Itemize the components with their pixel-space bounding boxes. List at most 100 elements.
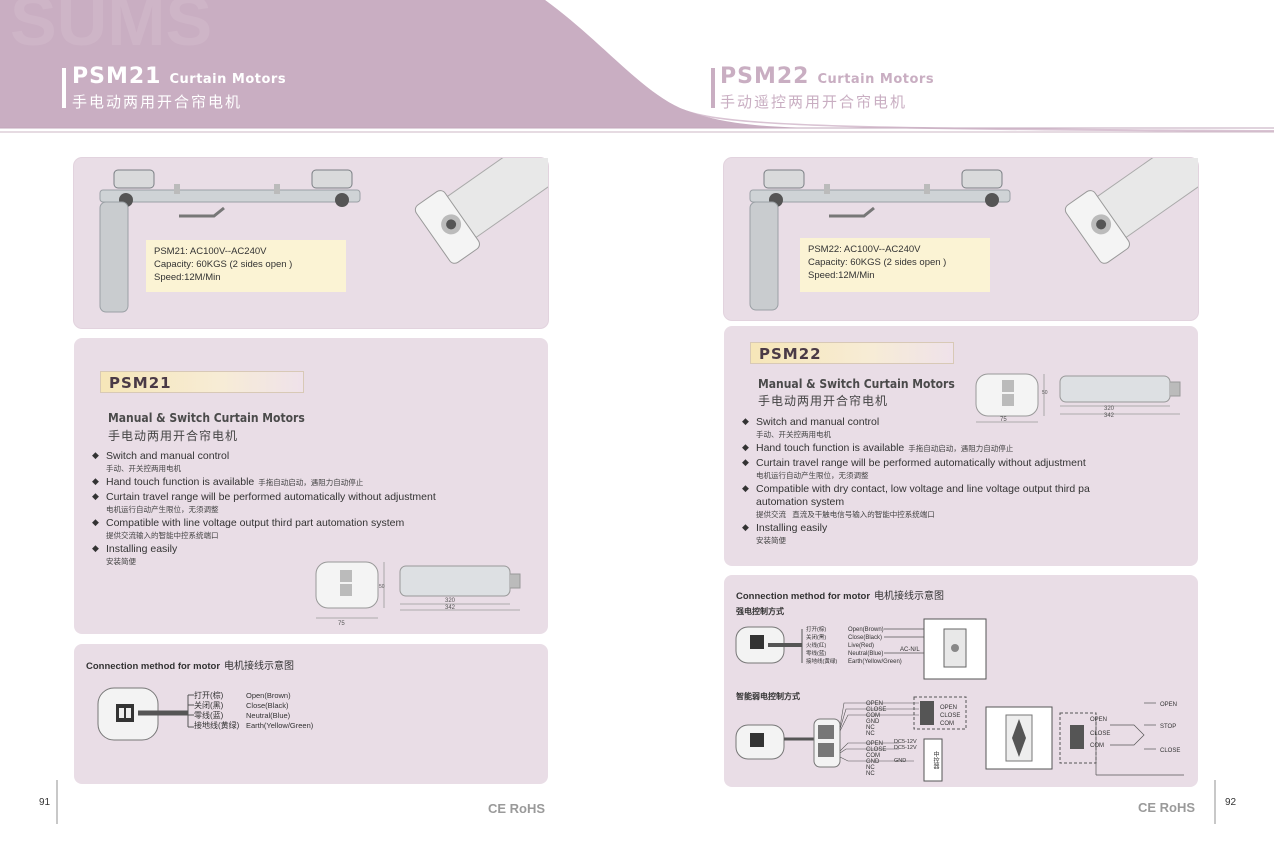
right-feature-en: Compatible with dry contact, low voltage… [756,483,1090,508]
right-gnd-label: GND [894,758,906,764]
left-wire-cn: 接地线(黄绿) [194,720,240,730]
left-feature-item: Switch and manual control 手动、开关控两用电机 [92,450,512,475]
right-spec-line1: PSM22: AC100V--AC240V [808,244,921,255]
left-header-subtitle: Curtain Motors [169,72,287,87]
right-header-cn: 手动遥控两用开合帘电机 [720,93,908,111]
left-feature-zh: 手动、开关控两用电机 [106,464,181,473]
left-dim-len: 320 [445,598,456,604]
left-spec-line2: Capacity: 60KGS (2 sides open ) [154,259,293,270]
left-wire-cn: 零线(蓝) [194,710,224,720]
right-feature-zh: 手动、开关控两用电机 [756,430,831,439]
right-feature-item: Curtain travel range will be performed a… [742,457,1142,482]
right-weak-bottom: COM [866,753,880,759]
right-strong-en: Neutral(Blue) [848,651,883,657]
right-weak-top: GND [866,719,880,725]
right-page-number: 92 [1225,797,1237,808]
svg-text:SUMS: SUMS [10,0,212,60]
left-feature-en: Installing easily [106,543,178,555]
right-controller-cn: 中控器 [932,750,939,770]
right-strong-cn: 零线(蓝) [806,649,826,657]
left-page-rule [56,780,58,824]
right-header-subtitle: Curtain Motors [817,72,935,87]
right-dim-len: 320 [1104,406,1115,412]
left-dim-w: 75 [338,621,345,627]
right-switch-term: COM [1090,743,1104,749]
right-feature-en: Curtain travel range will be performed a… [756,457,1086,469]
right-feature-item: Installing easily 安装简便 [742,522,1142,547]
left-header-cn: 手电动两用开合帘电机 [72,93,243,111]
right-acnl: AC-N/L [900,647,920,653]
left-feature-zh: 电机运行自动产生限位，无须调整 [106,505,219,514]
right-strong-cn: 火线(红) [806,641,826,649]
right-weak-bottom: NC [866,765,875,771]
right-weak-top: NC [866,725,875,731]
right-dc-label: DC5-12V [894,739,917,745]
right-weak-title: 智能弱电控制方式 [736,692,800,701]
right-weak-bottom: GND [866,759,880,765]
header-accent-bar-right [711,68,715,108]
right-header-model: PSM22 [720,64,810,89]
left-spec-box: PSM21: AC100V--AC240V Capacity: 60KGS (2… [146,240,346,292]
header-accent-bar [62,68,66,108]
right-product-panel: PSM22: AC100V--AC240V Capacity: 60KGS (2… [724,158,1198,320]
right-weak-bottom: NC [866,771,875,777]
right-model-tag: PSM22 [750,342,954,364]
right-feature-title: Manual & Switch Curtain Motors [758,377,955,391]
left-dim-h: 50 [379,584,385,590]
left-feature-item: Curtain travel range will be performed a… [92,491,512,516]
left-feature-list: Switch and manual control 手动、开关控两用电机 Han… [92,450,512,569]
right-connection-title-cn: 电机接线示意图 [874,591,945,602]
right-feature-zh-inline: 手拖自动启动，遇阻力自动停止 [908,444,1014,453]
left-page-number: 91 [39,797,51,808]
left-model-tag: PSM21 [100,371,304,393]
right-weak-bottom: CLOSE [866,747,886,753]
left-dimension-drawing: 75 50 320 342 [315,561,521,627]
header-band: SUMS [0,0,1274,133]
left-product-panel: PSM21: AC100V--AC240V Capacity: 60KGS (2… [74,158,548,328]
right-feature-zh: 提供交流 直流及干触电信号输入的智能中控系统端口 [756,510,935,519]
right-header-title: PSM22 Curtain Motors 手动遥控两用开合帘电机 [720,64,934,112]
right-feature-cn: 手电动两用开合帘电机 [758,394,889,408]
right-strong-en: Open(Brown) [848,627,884,633]
left-spec-line3: Speed:12M/Min [154,272,221,283]
left-feature-title: Manual & Switch Curtain Motors [108,411,305,425]
left-wire-en: Earth(Yellow/Green) [246,721,314,730]
left-feature-en: Hand touch function is available [106,476,255,488]
right-weak-bottom: OPEN [866,741,883,747]
left-track-motor-image [99,158,548,313]
left-feature-zh: 提供交流输入的智能中控系统端口 [106,531,219,540]
right-strong-cn: 关闭(黑) [806,633,826,641]
right-term-label: CLOSE [940,713,960,719]
right-feature-en: Installing easily [756,522,828,534]
right-features-panel: PSM22 Manual & Switch Curtain Motors 手电动… [724,326,1198,566]
right-spec-line2: Capacity: 60KGS (2 sides open ) [808,257,947,268]
right-feature-item: Switch and manual control 手动、开关控两用电机 [742,416,1142,441]
left-feature-en: Curtain travel range will be performed a… [106,491,436,503]
left-feature-item: Hand touch function is available手拖自动启动，遇… [92,476,512,489]
left-feature-item: Compatible with line voltage output thir… [92,517,512,542]
right-feature-zh: 安装简便 [756,536,786,545]
right-feature-item: Hand touch function is available手拖自动启动，遇… [742,442,1142,455]
right-switch-term: OPEN [1090,717,1107,723]
left-wire-en: Neutral(Blue) [246,711,291,720]
left-wire-en: Open(Brown) [246,691,291,700]
right-connection-title-en: Connection method for motor [736,591,871,602]
right-feature-item: Compatible with dry contact, low voltage… [742,483,1142,521]
right-wiring-diagram: 打开(棕) 关闭(黑) 火线(红) 零线(蓝) 接地线(黄绿) Open(Bro… [735,618,1184,782]
left-wiring-diagram: 打开(棕) 关闭(黑) 零线(蓝) 接地线(黄绿) Open(Brown) Cl… [97,687,314,741]
left-feature-zh-inline: 手拖自动启动，遇阻力自动停止 [258,478,364,487]
right-weak-top: NC [866,731,875,737]
right-strong-cn: 打开(棕) [806,625,826,633]
right-strong-en: Earth(Yellow/Green) [848,659,902,665]
right-feature-en: Hand touch function is available [756,442,905,454]
right-term-label: COM [940,721,954,727]
left-features-panel: PSM21 Manual & Switch Curtain Motors 手电动… [74,338,548,634]
left-feature-cn: 手电动两用开合帘电机 [108,429,239,443]
left-feature-en: Compatible with line voltage output thir… [106,517,405,529]
right-spec-box: PSM22: AC100V--AC240V Capacity: 60KGS (2… [800,238,990,292]
right-dim-h: 50 [1042,390,1048,396]
left-feature-zh: 安装简便 [106,557,136,566]
